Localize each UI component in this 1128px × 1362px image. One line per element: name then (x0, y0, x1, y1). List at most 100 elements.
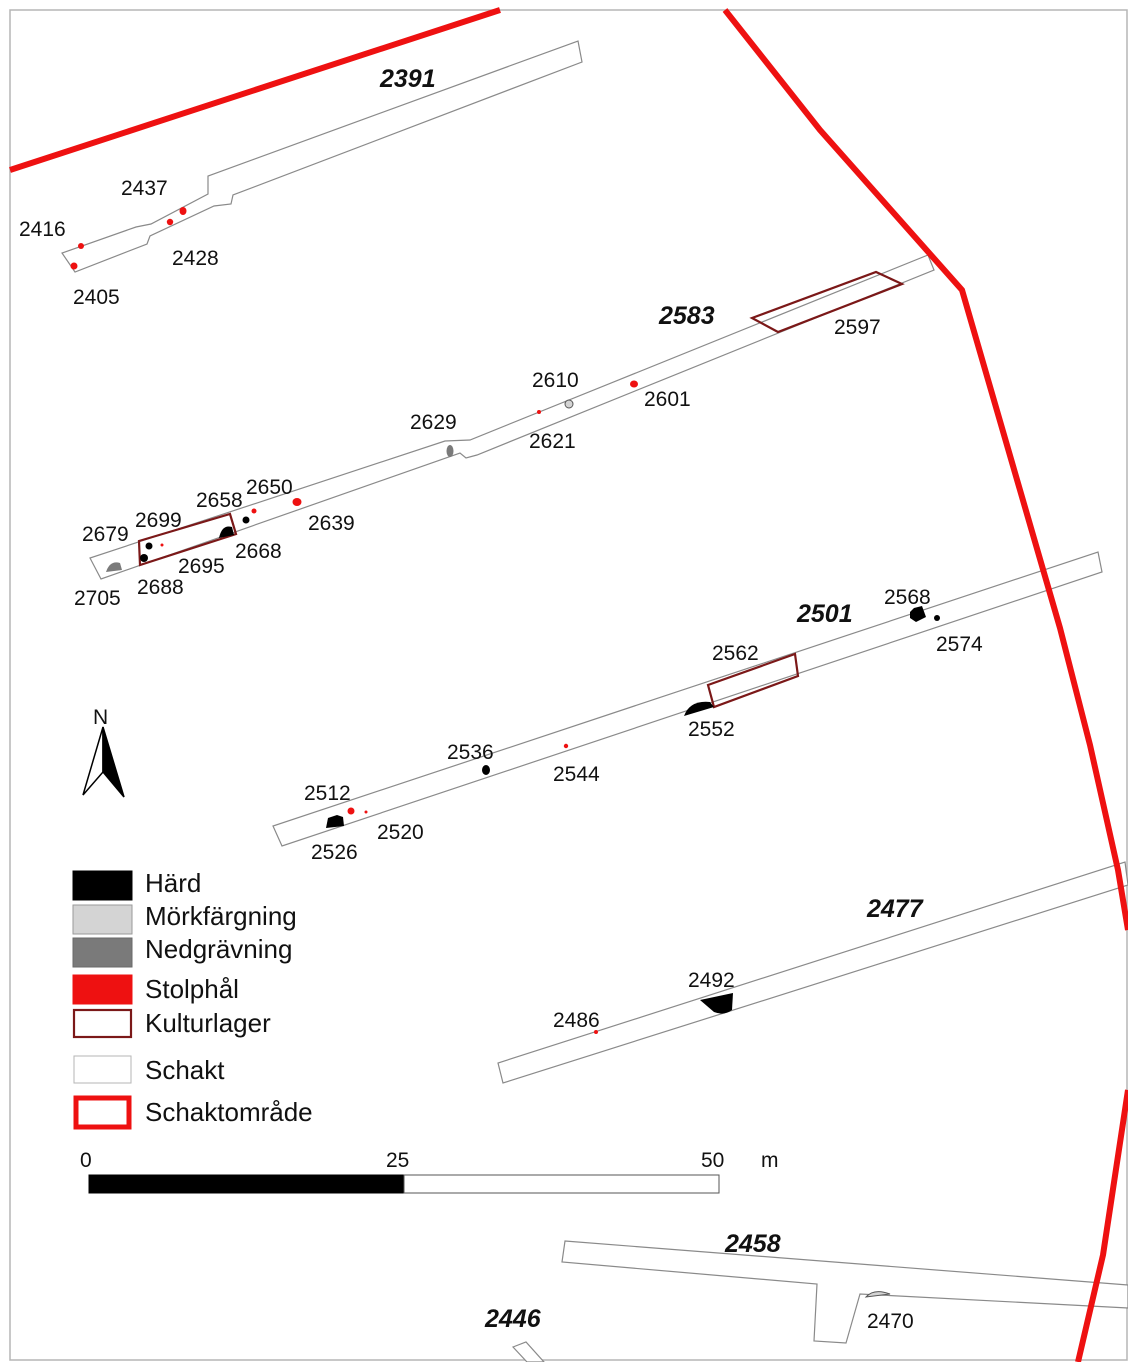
scale-label-25: 25 (386, 1149, 409, 1172)
legend-label-schakt: Schakt (145, 1055, 225, 1085)
trench-label-2477: 2477 (866, 895, 924, 923)
trench-label-2501: 2501 (796, 600, 853, 628)
feature-label-2695: 2695 (178, 555, 225, 578)
post-hole-2416 (78, 243, 84, 249)
feature-label-2492: 2492 (688, 969, 735, 992)
trench-2458 (561, 1240, 1128, 1344)
hearth-2552 (684, 701, 714, 716)
hearth-2695 (219, 526, 234, 538)
feature-label-2705: 2705 (74, 587, 121, 610)
north-arrow: N (82, 706, 125, 798)
feature-label-2699: 2699 (135, 509, 182, 532)
north-label: N (93, 706, 108, 729)
trench-label-2446: 2446 (484, 1305, 542, 1333)
feature-label-2668: 2668 (235, 540, 282, 563)
scale-segment-black (88, 1174, 405, 1194)
legend-label-kulturlager: Kulturlager (145, 1008, 271, 1038)
feature-label-2639: 2639 (308, 512, 355, 535)
hearth-2492 (700, 993, 733, 1014)
feature-label-2544: 2544 (553, 763, 600, 786)
feature-label-2416: 2416 (19, 218, 66, 241)
feature-label-2629: 2629 (410, 411, 457, 434)
hearth-2568 (910, 606, 926, 622)
feature-label-2520: 2520 (377, 821, 424, 844)
feature-label-2597: 2597 (834, 316, 881, 339)
trench-2477 (497, 861, 1128, 1084)
dark-staining-2470 (864, 1291, 891, 1298)
trench-2583 (89, 254, 935, 580)
trench-label-2583: 2583 (658, 302, 715, 330)
legend-swatch-nedgravning (72, 937, 133, 968)
legend-swatch-schaktomrade (73, 1095, 132, 1130)
pit-2629 (446, 445, 454, 457)
north-arrow-right-icon (102, 726, 125, 798)
post-hole-2639 (292, 498, 302, 506)
hearth-2658 (242, 516, 250, 524)
legend-swatch-kulturlager (72, 1008, 133, 1039)
hearth-2688 (140, 554, 148, 562)
legend-swatch-hard (72, 870, 133, 901)
feature-label-2601: 2601 (644, 388, 691, 411)
feature-label-2568: 2568 (884, 586, 931, 609)
feature-label-2621: 2621 (529, 430, 576, 453)
pit-2705 (106, 562, 122, 572)
hearths (140, 516, 940, 1014)
scale-unit: m (761, 1149, 779, 1172)
feature-label-2562: 2562 (712, 642, 759, 665)
trench-label-2391: 2391 (379, 65, 436, 93)
post-hole-2486 (594, 1030, 598, 1034)
feature-label-2658: 2658 (196, 489, 243, 512)
post-hole-2699 (160, 543, 164, 547)
hearth-2679 (145, 542, 153, 550)
excavation-boundary-north (9, 7, 501, 173)
feature-label-2679: 2679 (82, 523, 129, 546)
map-frame (9, 9, 1128, 1361)
culture-layer-2597 (749, 270, 905, 334)
legend-swatch-stolphal (72, 974, 133, 1005)
feature-label-2610: 2610 (532, 369, 579, 392)
post-hole-2520-a (347, 807, 355, 815)
hearth-2536 (482, 765, 490, 775)
scale-bar: 0 25 50 m (80, 1149, 779, 1194)
post-hole-2650 (251, 508, 257, 514)
feature-label-2486: 2486 (553, 1009, 600, 1032)
scale-label-0: 0 (80, 1149, 92, 1172)
excavation-boundary-east (722, 8, 1128, 931)
feature-label-2512: 2512 (304, 782, 351, 805)
culture-layer-2562 (706, 652, 800, 709)
trench-2446 (511, 1341, 545, 1362)
culture-layer-2699 (137, 512, 238, 567)
post-hole-2601 (630, 380, 638, 388)
scale-label-50: 50 (701, 1149, 724, 1172)
legend: Härd Mörkfärgning Nedgrävning Stolphål K… (72, 868, 313, 1130)
post-holes (70, 207, 638, 1034)
legend-label-schaktomrade: Schaktområde (145, 1097, 313, 1127)
feature-label-2470: 2470 (867, 1310, 914, 1333)
post-hole-2544 (563, 743, 569, 749)
feature-label-2552: 2552 (688, 718, 735, 741)
feature-label-2428: 2428 (172, 247, 219, 270)
scale-segment-white (403, 1174, 720, 1194)
feature-label-2405: 2405 (73, 286, 120, 309)
post-hole-2437 (166, 218, 174, 226)
post-hole-2405 (70, 262, 78, 270)
legend-label-hard: Härd (145, 868, 201, 898)
feature-label-2437: 2437 (121, 177, 168, 200)
trench-2501 (272, 551, 1103, 847)
feature-label-2574: 2574 (936, 633, 983, 656)
feature-label-2688: 2688 (137, 576, 184, 599)
trench-2391 (61, 40, 583, 273)
post-hole-2520-b (364, 810, 368, 814)
trench-label-2458: 2458 (724, 1230, 781, 1258)
hearth-2574 (934, 615, 940, 621)
post-hole-2621 (537, 410, 541, 414)
legend-label-stolphal: Stolphål (145, 974, 239, 1004)
dark-staining-2610 (564, 399, 574, 409)
legend-label-nedgravning: Nedgrävning (145, 934, 292, 964)
legend-label-morkfargning: Mörkfärgning (145, 901, 297, 931)
feature-label-2650: 2650 (246, 476, 293, 499)
feature-label-2526: 2526 (311, 841, 358, 864)
hearth-2526 (326, 815, 344, 828)
